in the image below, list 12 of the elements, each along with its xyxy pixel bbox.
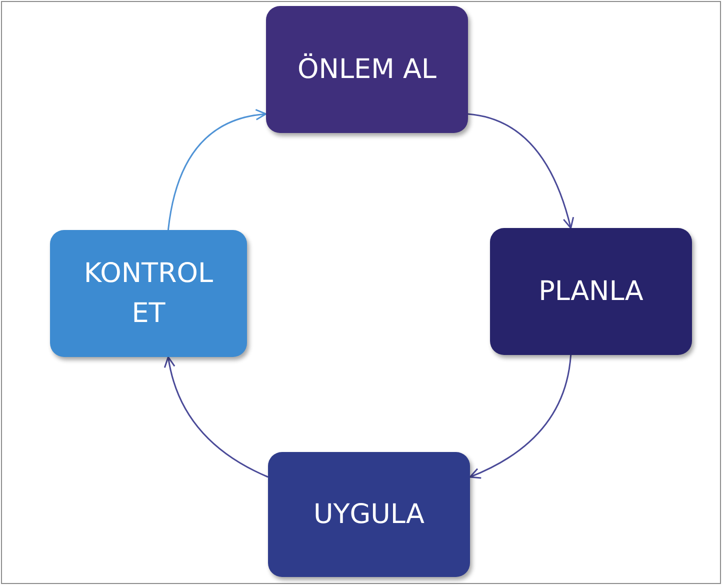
curved-arrow bbox=[164, 356, 268, 478]
process-box bbox=[266, 6, 468, 133]
process-box bbox=[490, 228, 692, 355]
box-label: UYGULA bbox=[312, 498, 426, 532]
process-box bbox=[50, 230, 247, 357]
box-label: PLANLA bbox=[538, 274, 644, 309]
curved-arrow bbox=[468, 113, 574, 229]
curved-arrow bbox=[469, 354, 572, 478]
box-label: KONTROL ET bbox=[82, 257, 214, 330]
box-label: ÖNLEM AL bbox=[296, 52, 438, 87]
curved-arrow bbox=[167, 109, 267, 230]
process-box bbox=[268, 452, 470, 577]
